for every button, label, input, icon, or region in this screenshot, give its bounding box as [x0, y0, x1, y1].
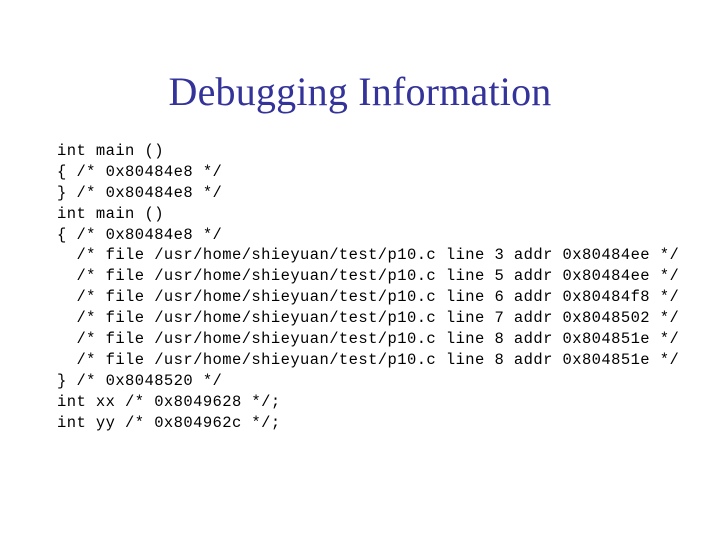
page-title: Debugging Information — [168, 69, 552, 114]
code-line: int main () — [57, 204, 164, 223]
code-line: /* file /usr/home/shieyuan/test/p10.c li… — [57, 288, 680, 307]
code-line: /* file /usr/home/shieyuan/test/p10.c li… — [57, 330, 680, 349]
code-line: /* file /usr/home/shieyuan/test/p10.c li… — [57, 267, 680, 286]
code-line: int yy /* 0x804962c */; — [57, 413, 281, 432]
code-line: } /* 0x8048520 */ — [57, 371, 223, 390]
code-line: } /* 0x80484e8 */ — [57, 183, 223, 202]
code-line: int xx /* 0x8049628 */; — [57, 392, 281, 411]
code-line: { /* 0x80484e8 */ — [57, 225, 223, 244]
debug-info-code-block: int main () { /* 0x80484e8 */ } /* 0x804… — [57, 141, 707, 433]
code-line: /* file /usr/home/shieyuan/test/p10.c li… — [57, 309, 680, 328]
code-line: int main () — [57, 142, 164, 160]
code-line: /* file /usr/home/shieyuan/test/p10.c li… — [57, 246, 680, 265]
code-line: { /* 0x80484e8 */ — [57, 162, 223, 181]
code-line: /* file /usr/home/shieyuan/test/p10.c li… — [57, 350, 680, 369]
